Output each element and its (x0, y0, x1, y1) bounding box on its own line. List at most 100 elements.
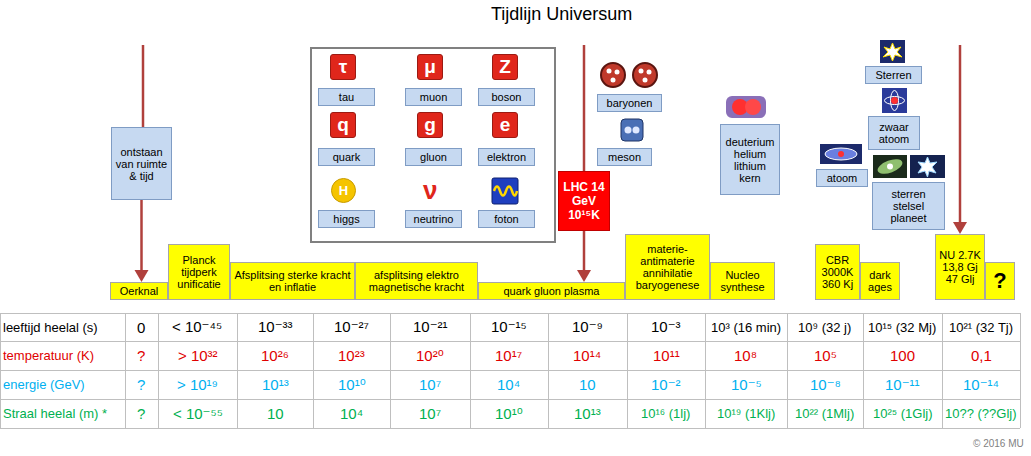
table-cell: 10¹⁵ (32 Mj) (868, 320, 936, 335)
nucleus-icon (726, 96, 766, 118)
era-box: quark gluon plasma (478, 282, 625, 300)
box-text: NU 2.7K 13,8 Gj 47 Glj (939, 249, 981, 285)
box-text: g (424, 115, 436, 135)
label-box: meson (597, 148, 652, 166)
table-cell: 10⁹ (32 j) (798, 320, 851, 335)
star-icon (880, 40, 905, 63)
table-cell: < 10⁻⁵⁵ (173, 405, 223, 423)
box-text: tau (339, 91, 354, 103)
table-cell: 10³ (16 min) (711, 320, 781, 335)
table-cell: 10¹⁰ (495, 405, 523, 423)
label-box: neutrino (405, 210, 462, 228)
table-cell: 10⁴ (497, 376, 520, 393)
table-cell: 10¹³ (262, 376, 289, 393)
table-cell: ? (137, 347, 145, 364)
table-cell: 10¹⁶ (1lj) (641, 406, 690, 421)
table-cell: 0 (137, 319, 145, 336)
label-box: elektron (478, 148, 535, 166)
box-text: e (500, 115, 511, 135)
table-cell: 10¹⁴ (573, 347, 601, 364)
box-text: Sterren (875, 69, 911, 81)
timeline-arrow (143, 45, 960, 224)
box-text: higgs (333, 213, 359, 225)
table-cell: 10⁻³ (651, 318, 681, 336)
era-box: Planck tijdperk unificatie (168, 244, 230, 300)
table-cell: > 10³² (178, 347, 218, 364)
label-box: foton (478, 210, 535, 228)
table-cell: 10⁴ (340, 405, 363, 422)
label-box: sterren stelsel planeet (872, 182, 945, 230)
table-cell: 10⁻⁸ (810, 376, 841, 394)
box-text: ? (993, 269, 1006, 293)
era-box: NU 2.7K 13,8 Gj 47 Glj (935, 234, 985, 300)
table-cell: 10 (267, 405, 284, 422)
label-box: baryonen (597, 94, 662, 112)
era-box: Nucleo synthese (710, 262, 775, 300)
box-text: μ (424, 57, 436, 77)
era-box: Oerknal (110, 282, 168, 300)
box-text: boson (492, 91, 522, 103)
table-cell: > 10¹⁹ (177, 376, 218, 393)
table-cell: 10²¹ (32 Tj) (949, 320, 1013, 335)
box-text: materie-antimaterie annihilatie baryogen… (629, 243, 706, 291)
table-cell: 10²⁵ (1Glj) (873, 406, 933, 421)
neutrino-icon: ν (423, 176, 437, 204)
table-cell: 10⁻¹¹ (885, 376, 920, 394)
row-heading: temperatuur (K) (3, 348, 94, 363)
box-text: muon (420, 91, 448, 103)
box-text: ontstaan van ruimte & tijd (115, 146, 168, 182)
box-text: elektron (487, 151, 526, 163)
table-cell: 10¹⁷ (495, 347, 522, 364)
box-text: Planck tijdperk unificatie (172, 254, 226, 290)
box-text: CBR 3000K 360 Kj (819, 254, 856, 290)
row-heading: leeftijd heelal (s) (3, 320, 98, 335)
box-text: q (337, 115, 349, 135)
timeline-arrow (577, 231, 591, 282)
table-cell: 10⁻²⁷ (334, 318, 369, 336)
table-cell: 10 (579, 376, 596, 393)
box-text: sterren stelsel planeet (876, 188, 941, 224)
higgs-icon: H (331, 178, 356, 203)
table-cell: 10¹³ (574, 405, 601, 422)
label-box: atoom (816, 169, 868, 187)
box-text: gluon (420, 151, 447, 163)
box-text: Z (499, 57, 511, 77)
box-text: atoom (827, 172, 858, 184)
table-cell: 0,1 (971, 347, 992, 364)
table-cell: 10⁻⁵ (731, 376, 762, 394)
table-cell: 10⁸ (734, 347, 757, 364)
particle-icon: g (417, 112, 443, 138)
box-text: baryonen (607, 97, 653, 109)
era-box: materie-antimaterie annihilatie baryogen… (625, 234, 710, 300)
table-cell: ? (137, 405, 145, 422)
box-text: LHC 14 GeV 10¹⁵K (563, 180, 605, 222)
table-cell: 10²² (1Mlj) (795, 406, 854, 421)
table-cell: 100 (890, 347, 915, 364)
table-cell: 10²⁰ (416, 347, 444, 365)
timeline-arrow (135, 200, 149, 282)
box-text: zwaar atoom (872, 121, 916, 145)
box-text: H (339, 185, 348, 197)
box-text: Oerknal (120, 285, 159, 297)
table-cell: 10⁷ (419, 376, 441, 393)
label-box: gluon (405, 148, 462, 166)
label-box: quark (318, 148, 375, 166)
table-cell: 10¹¹ (653, 347, 680, 364)
table-cell: 10?? (??Glj) (945, 406, 1017, 421)
table-cell: 10⁻² (651, 376, 681, 394)
label-box: boson (478, 88, 535, 106)
table-grid (0, 313, 1021, 429)
table-cell: 10¹⁰ (338, 376, 366, 394)
atom-icon (820, 144, 862, 164)
era-box: dark ages (860, 262, 900, 300)
label-box: tau (318, 88, 375, 106)
heavy-atom-icon (882, 88, 907, 113)
era-box: afsplitsing elektro magnetische kracht (355, 262, 478, 300)
table-cell: < 10⁻⁴⁵ (172, 318, 222, 336)
photon-icon (492, 178, 518, 204)
table-cell: 10¹⁹ (1Klj) (717, 406, 775, 421)
era-box: ? (985, 262, 1015, 300)
box-text: quark gluon plasma (503, 285, 599, 297)
table-cell: 10⁷ (419, 405, 441, 422)
